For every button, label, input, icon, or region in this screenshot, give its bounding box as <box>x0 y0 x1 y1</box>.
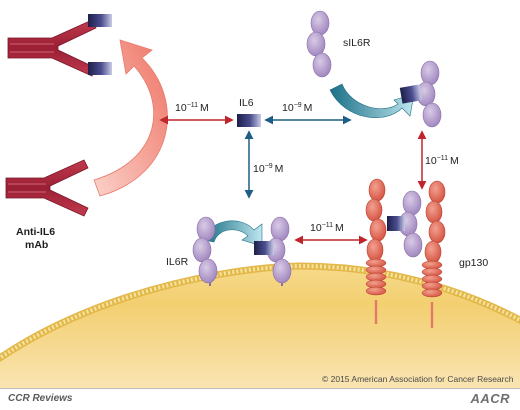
sil6r-receptor <box>306 10 332 78</box>
antibody-il6-complex <box>7 14 112 77</box>
il6r-receptor <box>192 216 218 286</box>
signaling-complex-il6r <box>387 190 423 258</box>
sil6r-il6-complex <box>399 60 442 128</box>
cell-body <box>0 268 520 410</box>
il6r-il6-complex <box>254 216 292 286</box>
gp130-left <box>365 178 387 324</box>
aacr-logo: AACR <box>470 391 510 406</box>
gp130-right <box>421 180 446 328</box>
antibody-label-line2: mAb <box>25 239 48 251</box>
il6r-label: IL6R <box>166 256 189 268</box>
gp130-label: gp130 <box>459 257 488 269</box>
sil6r-label: sIL6R <box>343 37 371 49</box>
il6-cytokine <box>237 114 261 127</box>
anti-il6-antibody <box>5 159 89 217</box>
footer-bar: CCR Reviews AACR <box>0 388 520 410</box>
copyright-text: © 2015 American Association for Cancer R… <box>322 374 514 384</box>
journal-name: CCR Reviews <box>8 393 73 404</box>
antibody-label-line1: Anti-IL6 <box>16 226 55 238</box>
il6-label: IL6 <box>239 97 254 109</box>
binding-arrow-pink <box>93 39 168 197</box>
